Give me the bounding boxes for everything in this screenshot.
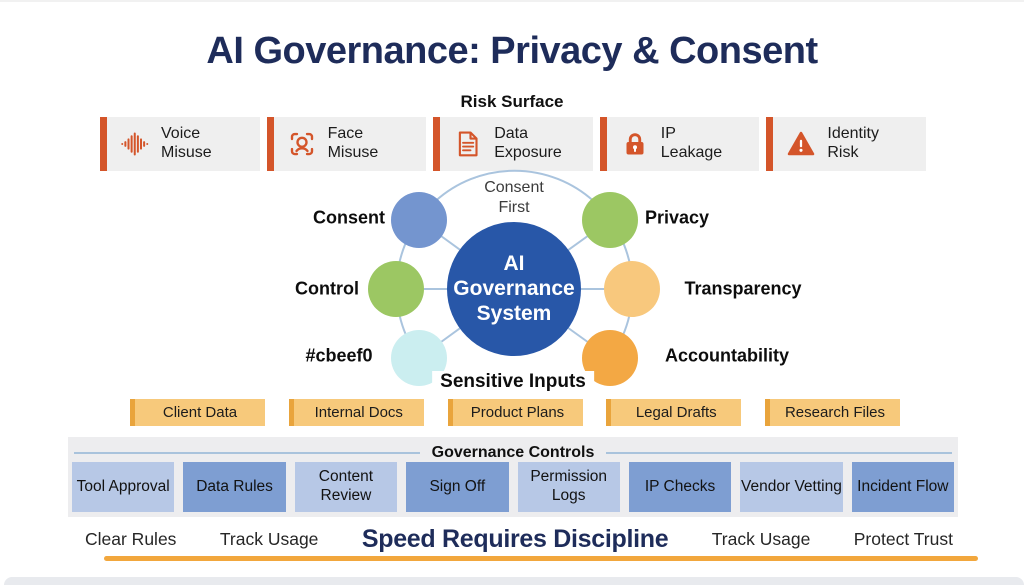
data-box-research-files: Research Files (765, 399, 900, 426)
data-box-product-plans: Product Plans (447, 399, 583, 426)
governance-hub-diagram: Consent First AI Governance System Sensi… (0, 160, 1024, 400)
node-label-privacy: Privacy (644, 207, 710, 228)
node-circle-transparency (604, 261, 660, 317)
risk-box-voice-misuse: Voice Misuse (100, 117, 260, 171)
governance-controls-band: Governance Controls Tool Approval Data R… (68, 437, 958, 517)
footer-orange-rule (104, 556, 978, 561)
governance-controls-title: Governance Controls (431, 444, 595, 461)
control-box-ip-checks: IP Checks (628, 462, 732, 512)
risk-label: Data Exposure (494, 125, 562, 161)
data-box-internal-docs: Internal Docs (288, 399, 424, 426)
node-label-transparency: Transparency (684, 278, 802, 299)
data-box-client-data: Client Data (130, 399, 265, 426)
data-box-legal-drafts: Legal Drafts (606, 399, 742, 426)
risk-label: IP Leakage (660, 125, 723, 161)
data-sources-row: Client Data Internal Docs Product Plans … (130, 399, 900, 426)
footer-item-track-usage-1: Track Usage (219, 528, 319, 549)
node-label-accountability: Accountability (664, 345, 790, 366)
node-circle-accountability (582, 330, 638, 386)
face-scan-icon (290, 132, 313, 156)
waveform-icon (121, 132, 149, 156)
node-circle-control (368, 261, 424, 317)
header-rule-right (606, 452, 953, 454)
node-circle-consent (391, 192, 447, 248)
risk-label: Identity Risk (827, 125, 879, 161)
warning-triangle-icon (788, 131, 815, 156)
hub-bottom-note: Sensitive Inputs (432, 371, 594, 393)
control-box-incident-flow: Incident Flow (851, 462, 954, 512)
header-rule-left (74, 452, 420, 454)
footer-tagline: Speed Requires Discipline (361, 524, 669, 553)
control-box-permission-logs: Permission Logs (517, 462, 620, 512)
lock-icon (626, 133, 644, 155)
risk-box-data-exposure: Data Exposure (433, 117, 593, 171)
risk-label: Voice Misuse (161, 125, 212, 161)
risk-box-identity-risk: Identity Risk (766, 117, 926, 171)
node-label-control: Control (295, 278, 359, 299)
control-box-vendor-vetting: Vendor Vetting (740, 462, 843, 512)
footer-principles-row: Clear Rules Track Usage Speed Requires D… (85, 521, 953, 557)
risk-surface-heading: Risk Surface (460, 92, 564, 111)
hub-spoke-graphic (368, 169, 660, 386)
risk-box-ip-leakage: IP Leakage (599, 117, 760, 171)
footer-item-clear-rules: Clear Rules (85, 528, 177, 549)
risk-label: Face Misuse (327, 125, 379, 161)
governance-controls-header: Governance Controls (74, 444, 953, 462)
footer-item-track-usage-2: Track Usage (711, 528, 811, 549)
controls-row: Tool Approval Data Rules Content Review … (72, 462, 954, 512)
hub-center-label: AI Governance System (453, 251, 575, 325)
node-label-consent: Consent (313, 207, 385, 228)
risk-box-face-misuse: Face Misuse (266, 117, 427, 171)
top-divider (0, 0, 1024, 2)
control-box-sign-off: Sign Off (406, 462, 509, 512)
bottom-edge-strip (4, 577, 1024, 585)
node-circle-privacy (582, 192, 638, 248)
control-box-data-rules: Data Rules (183, 462, 286, 512)
risk-surface-row: Voice Misuse Face Misuse (100, 117, 926, 171)
document-icon (459, 131, 478, 157)
footer-item-protect-trust: Protect Trust (853, 528, 953, 549)
hub-top-note: Consent First (476, 178, 552, 218)
hub-circle (447, 222, 581, 356)
node-label-cbeef0: #cbeef0 (305, 345, 373, 366)
control-box-tool-approval: Tool Approval (72, 462, 175, 512)
page-title: AI Governance: Privacy & Consent (206, 30, 818, 72)
control-box-content-review: Content Review (294, 462, 398, 512)
